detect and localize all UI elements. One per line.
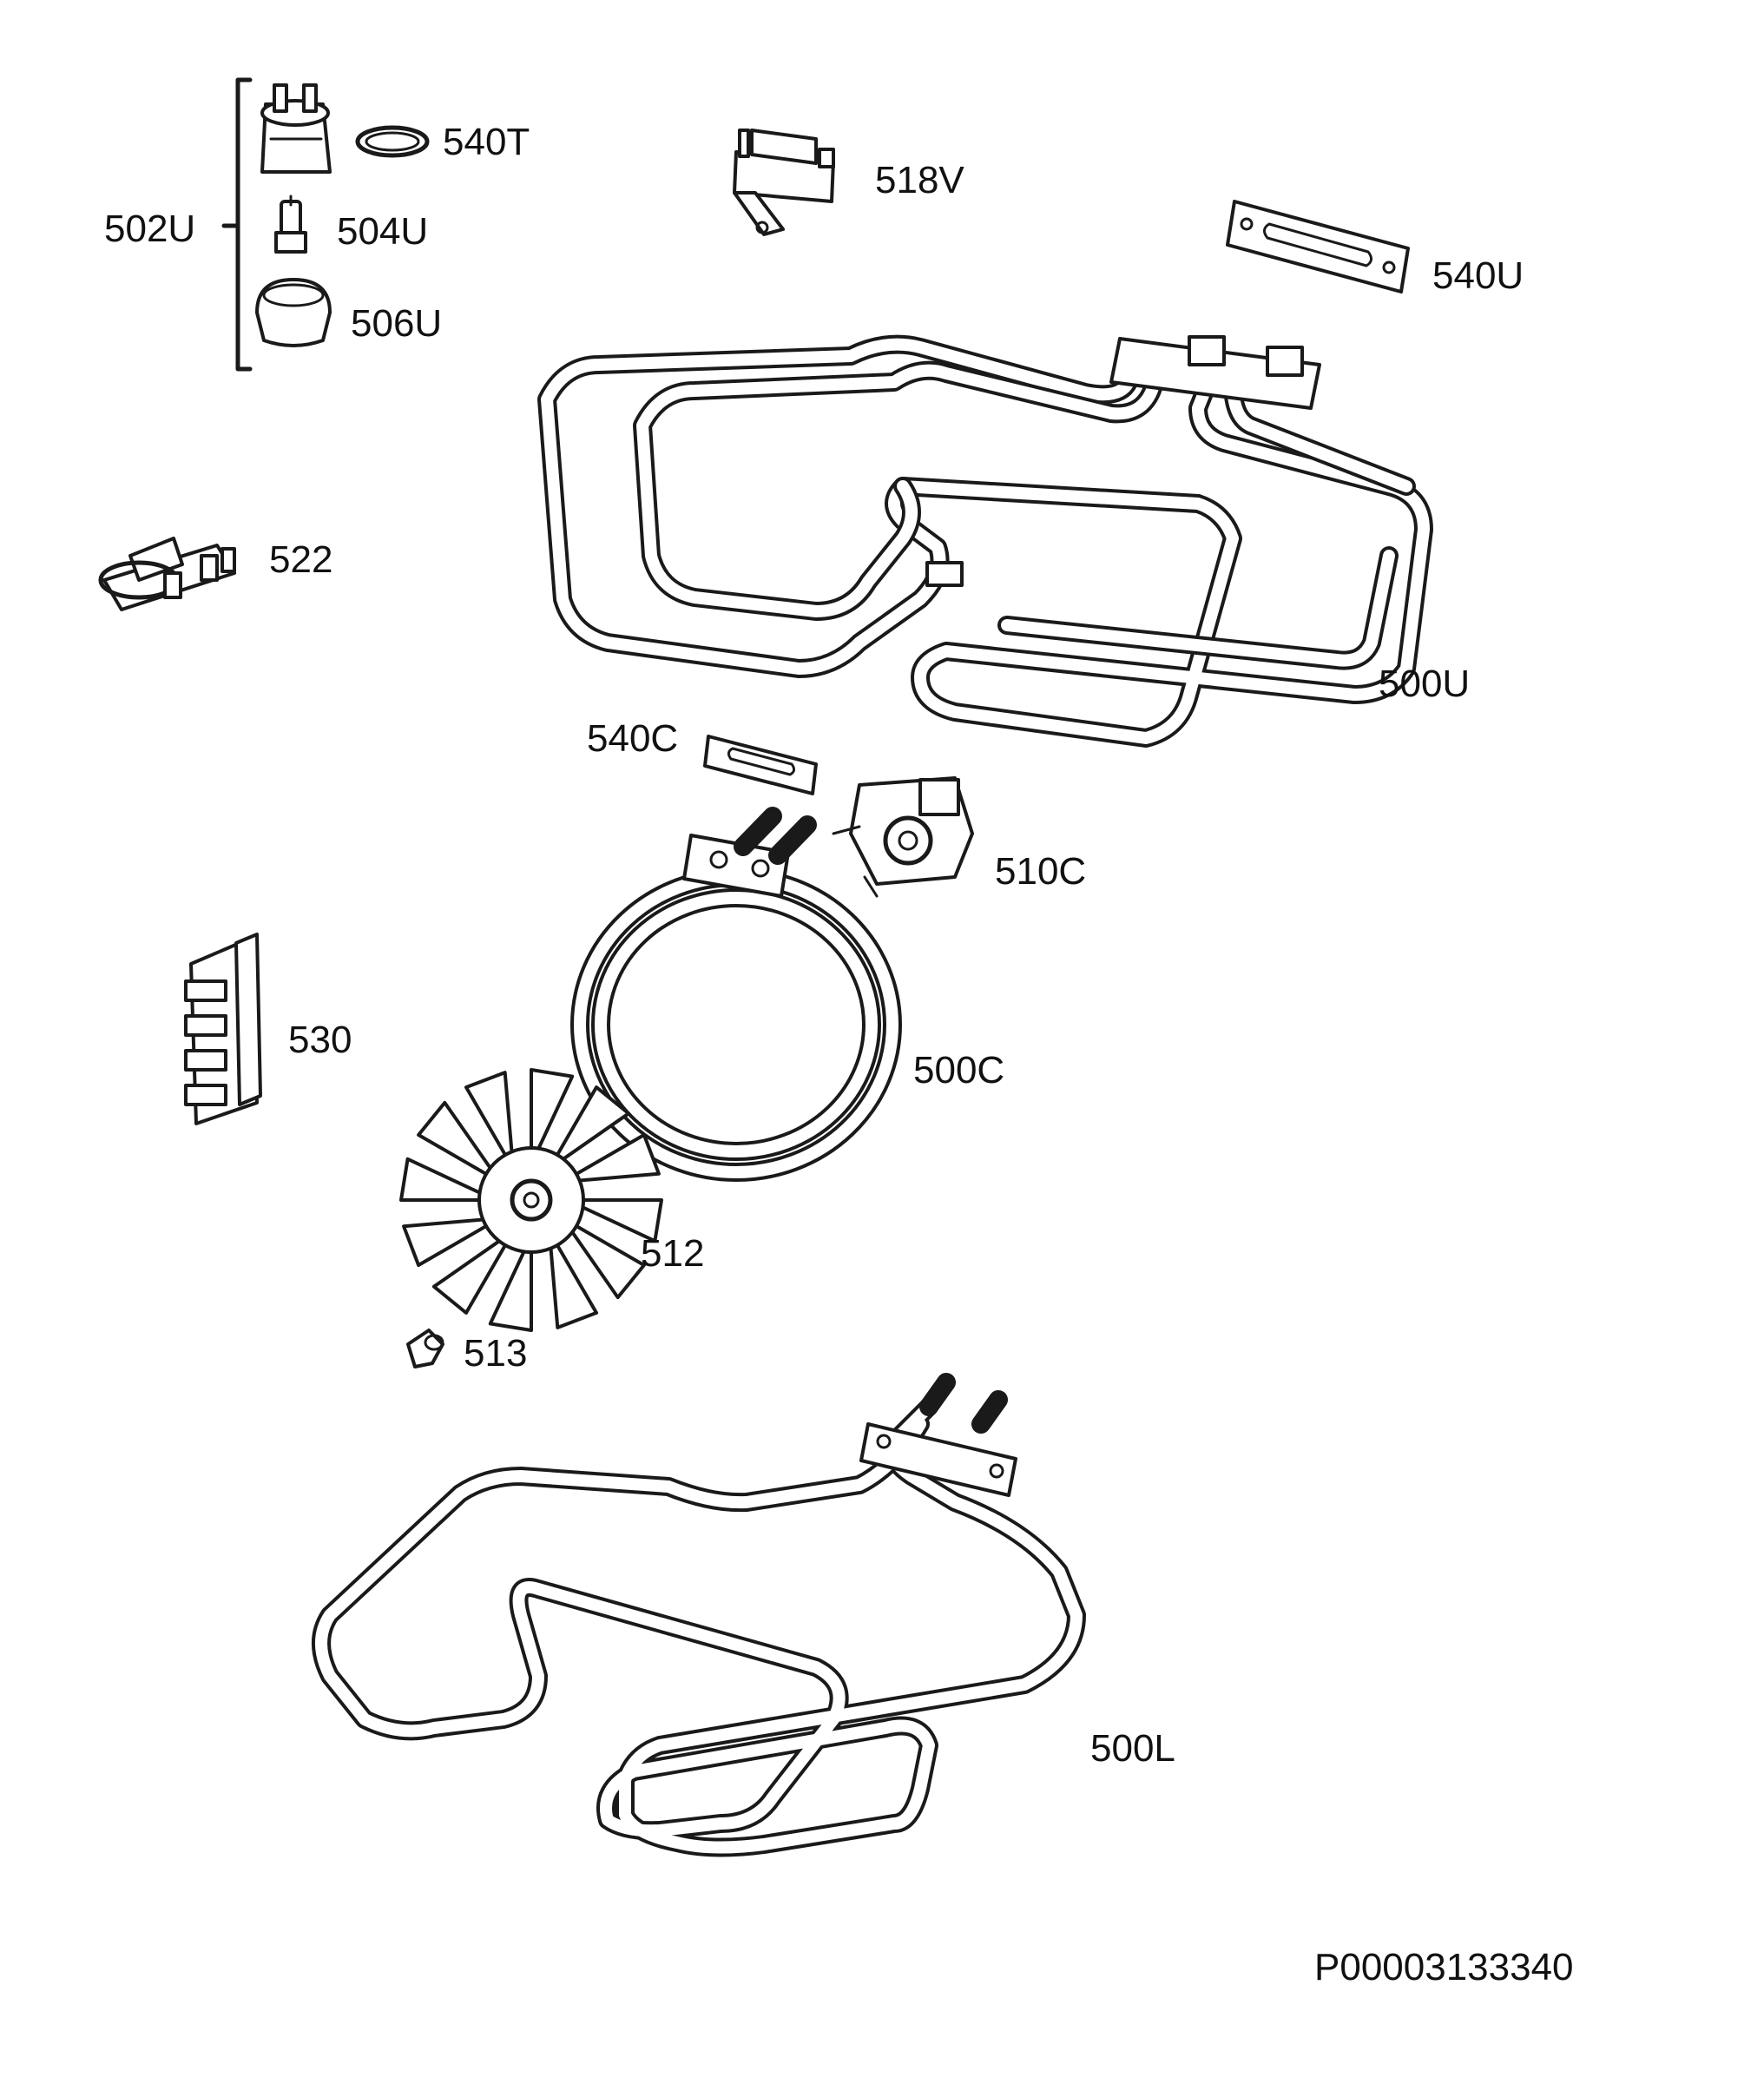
part-small-gasket-icon[interactable]: [703, 735, 818, 795]
label-500c: 500C: [913, 1049, 1004, 1091]
part-circular-heating-element[interactable]: [570, 807, 902, 1182]
label-530: 530: [288, 1019, 352, 1061]
part-upper-heating-element[interactable]: [537, 334, 1433, 748]
diagram-reference-number: P00003133340: [1314, 1946, 1574, 1988]
label-506u: 506U: [351, 302, 442, 345]
label-518v: 518V: [875, 159, 964, 201]
part-lamp-cover-icon[interactable]: [255, 278, 332, 347]
part-thermostat-icon[interactable]: [733, 129, 835, 236]
label-540t: 540T: [443, 121, 530, 163]
label-513: 513: [464, 1332, 527, 1375]
part-lower-heating-element[interactable]: [312, 1373, 1086, 1857]
label-522: 522: [269, 538, 332, 581]
label-502u: 502U: [104, 208, 195, 250]
part-gasket-plate-icon[interactable]: [1226, 200, 1410, 293]
part-lamp-holder-icon[interactable]: [260, 83, 332, 174]
label-512: 512: [641, 1232, 704, 1275]
label-540u: 540U: [1432, 254, 1524, 297]
bracket-502u: [221, 77, 253, 372]
part-fan-motor-icon[interactable]: [832, 776, 974, 898]
part-terminal-block-icon[interactable]: [184, 933, 262, 1125]
part-connector-block-icon[interactable]: [98, 537, 236, 611]
label-504u: 504U: [337, 210, 428, 253]
label-510c: 510C: [995, 850, 1086, 893]
label-540c: 540C: [587, 717, 678, 760]
part-fan-blade-icon[interactable]: [399, 1068, 663, 1332]
part-bulb-icon[interactable]: [274, 195, 307, 254]
label-500l: 500L: [1090, 1727, 1175, 1770]
part-gasket-ring-icon[interactable]: [355, 125, 430, 158]
label-500u: 500U: [1379, 663, 1470, 705]
part-nut-icon[interactable]: [406, 1329, 444, 1368]
